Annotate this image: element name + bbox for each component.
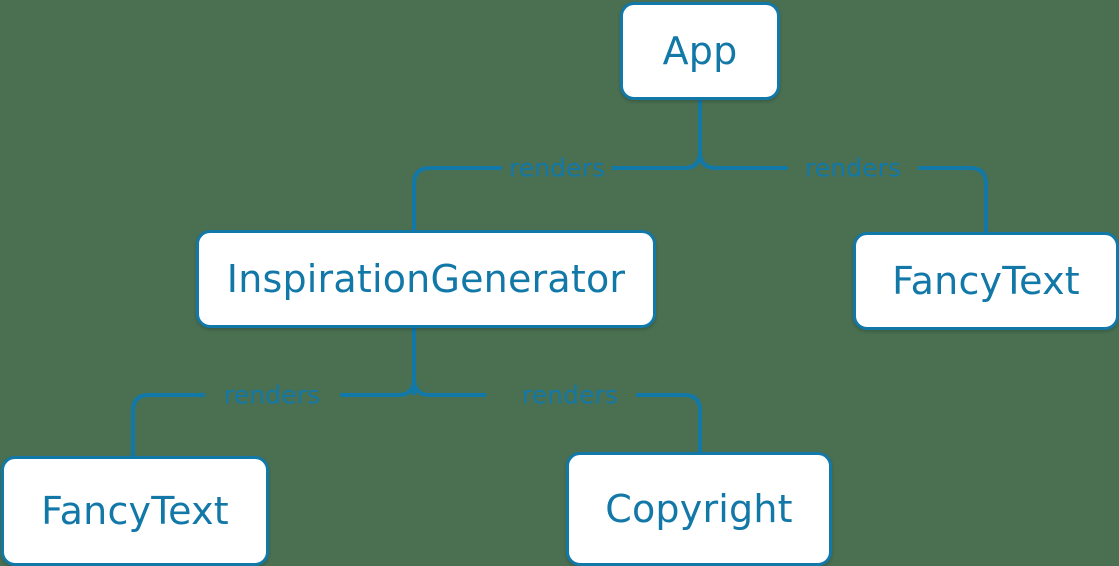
node-fancytext-right[interactable]: FancyText — [853, 232, 1119, 330]
node-inspiration-generator[interactable]: InspirationGenerator — [196, 230, 656, 328]
node-copyright[interactable]: Copyright — [566, 452, 832, 566]
edge-label-inspiration-generator-to-fancytext-bottom: renders — [223, 380, 321, 410]
node-fancytext-right-label: FancyText — [892, 259, 1080, 303]
edge-label-app-to-inspiration-generator: renders — [508, 153, 606, 183]
node-copyright-label: Copyright — [605, 487, 793, 531]
node-fancytext-bottom[interactable]: FancyText — [1, 456, 269, 566]
node-app[interactable]: App — [620, 2, 780, 100]
node-app-label: App — [662, 29, 738, 73]
node-fancytext-bottom-label: FancyText — [41, 489, 229, 533]
edge-inspiration-to-copyright — [412, 378, 702, 452]
node-inspiration-generator-label: InspirationGenerator — [226, 257, 626, 301]
edge-label-inspiration-generator-to-copyright: renders — [521, 380, 619, 410]
edge-app-to-fancytext-right — [698, 151, 988, 232]
edge-label-app-to-fancytext-right: renders — [804, 153, 902, 183]
